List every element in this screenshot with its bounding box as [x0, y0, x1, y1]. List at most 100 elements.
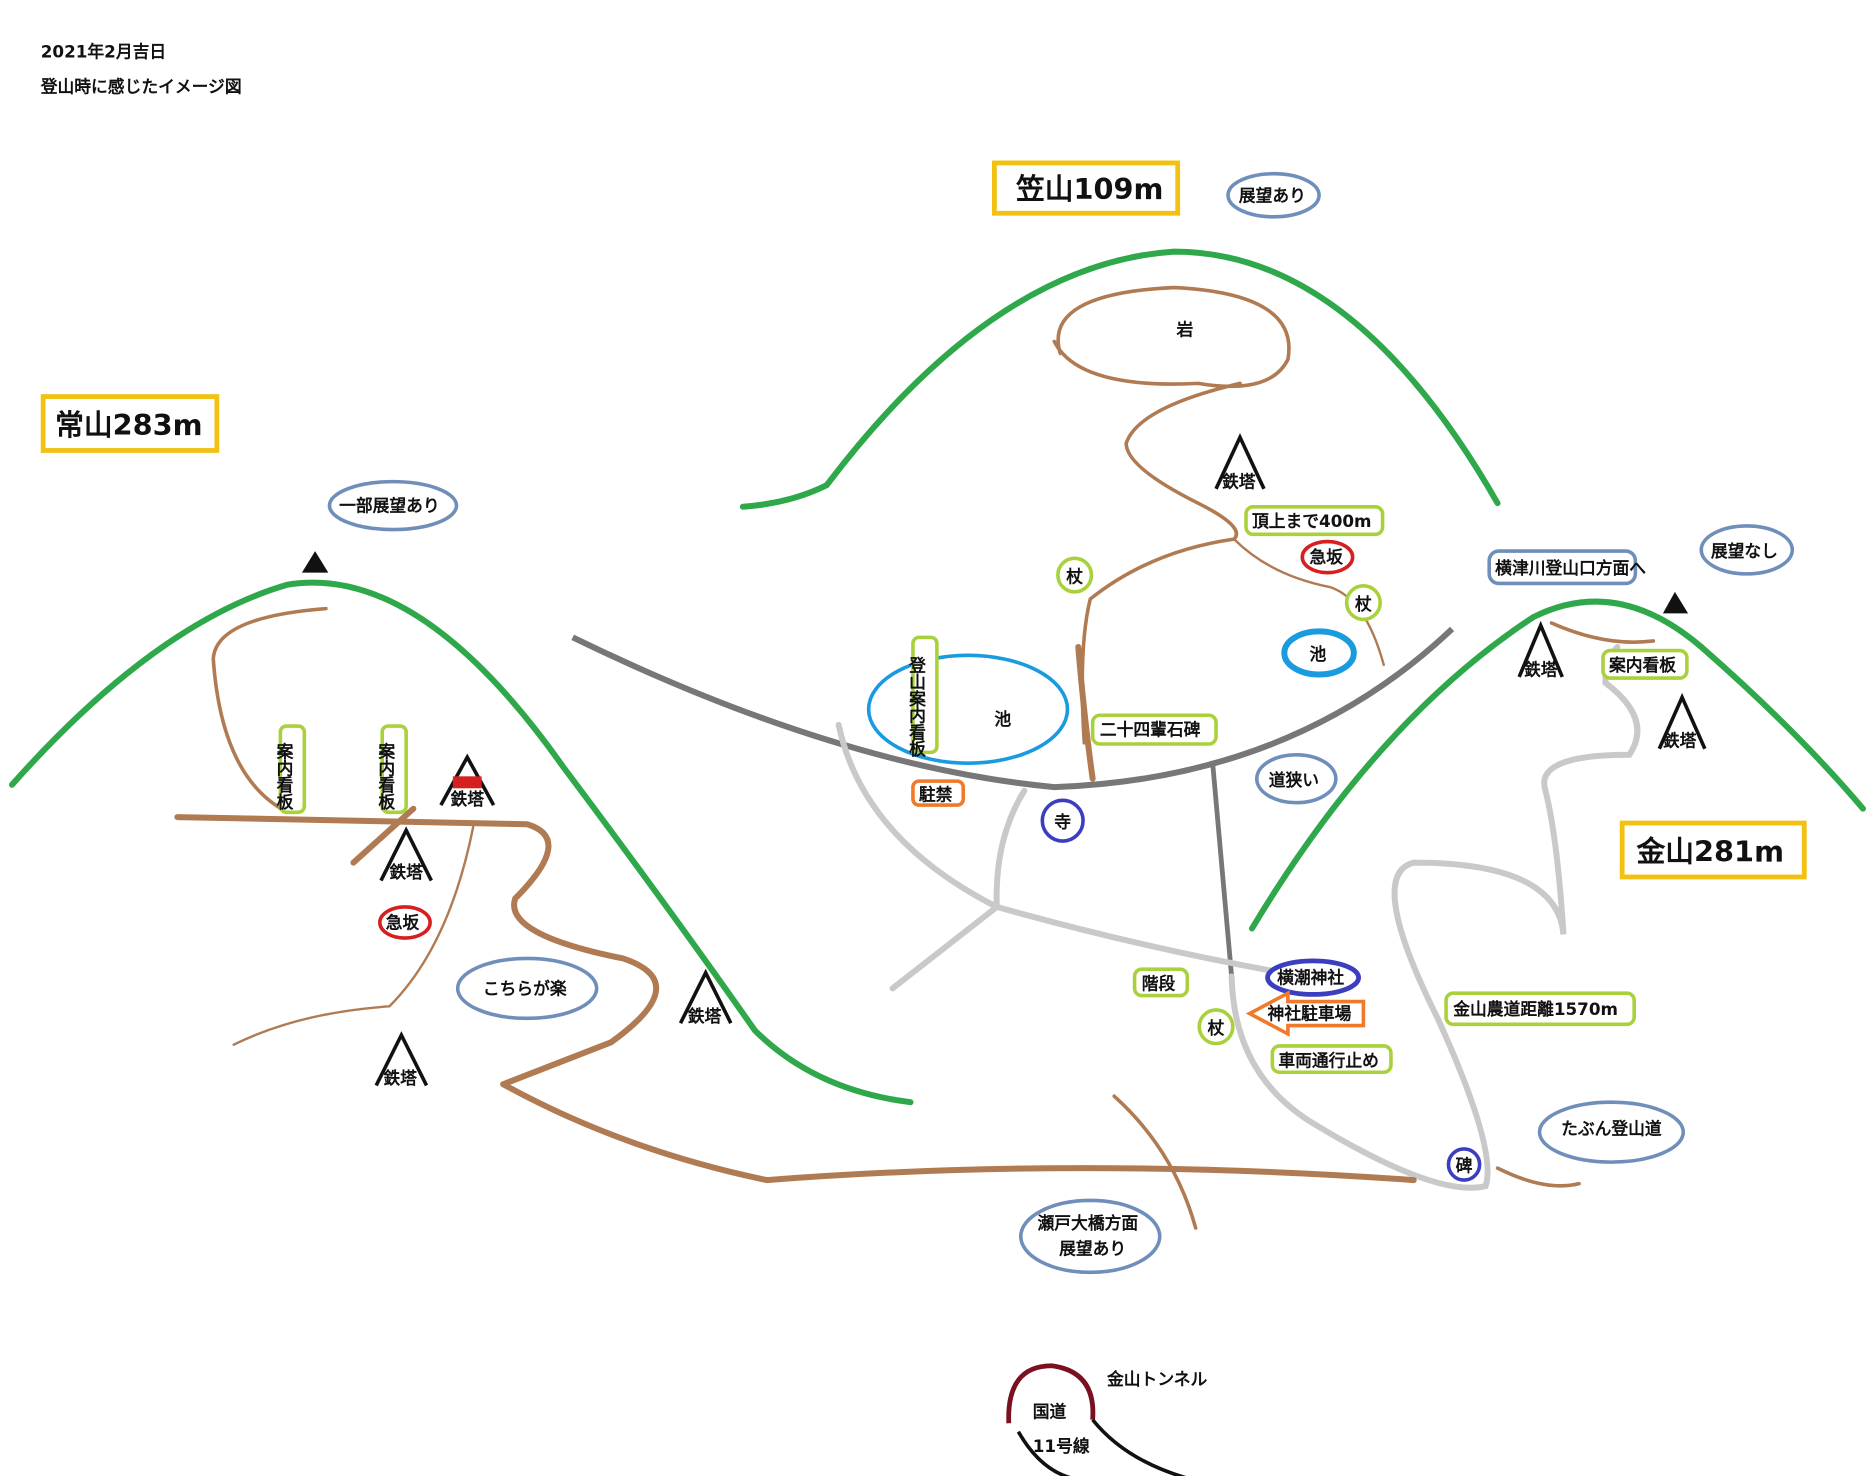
guide-vertical-label: 登山案内看板 — [907, 655, 927, 758]
kanayama-title: 金山281m — [1636, 834, 1784, 868]
svg-text:鉄塔: 鉄塔 — [383, 1068, 417, 1088]
kanayama-summit-trail — [1549, 621, 1656, 644]
steep-label-kasayama: 急坂 — [1309, 547, 1343, 567]
partial-view-text: 一部展望あり — [339, 496, 440, 516]
svg-text:鉄塔: 鉄塔 — [1524, 660, 1558, 680]
easy-cloud — [455, 956, 599, 1021]
shrine-label: 横潮神社 — [1277, 968, 1344, 988]
staff-marker-1: 杖 — [1056, 556, 1094, 594]
monument-trail — [1495, 1166, 1581, 1188]
svg-text:鉄塔: 鉄塔 — [688, 1006, 722, 1026]
maybe-trail-text: たぶん登山道 — [1561, 1119, 1662, 1139]
steep-label-tsuneyama: 急坂 — [386, 912, 420, 932]
farm-road — [1228, 643, 1641, 1191]
kasayama-trail — [1080, 381, 1242, 745]
temple-marker — [1040, 798, 1085, 843]
steep-marker-kasayama — [1300, 539, 1355, 575]
no-vehicles-label: 車両通行止め — [1278, 1050, 1379, 1070]
tsuneyama-upper-trail — [211, 606, 328, 815]
stairs-box — [1132, 967, 1190, 998]
kasayama-east-trail — [1232, 537, 1385, 667]
no-view-text: 展望なし — [1711, 541, 1778, 561]
svg-text:鉄塔: 鉄塔 — [389, 862, 423, 882]
kanayama-title-box — [1619, 820, 1807, 880]
tower-kanayama-2: 鉄塔 — [1657, 692, 1707, 750]
monument-label: 碑 — [1456, 1156, 1473, 1176]
guide-label-1: 案内看板 — [274, 742, 294, 811]
summit-loop-trail — [1052, 285, 1291, 389]
narrow-text: 道狭い — [1269, 770, 1319, 790]
seto-text-2: 展望あり — [1059, 1238, 1126, 1258]
road-center — [993, 787, 1273, 974]
stone-label: 二十四輩石碑 — [1100, 720, 1201, 740]
small-pond-label: 池 — [1309, 644, 1326, 664]
no-vehicles-box — [1270, 1044, 1393, 1075]
yokozu-bubble — [1487, 549, 1638, 586]
route-label-2: 11号線 — [1033, 1436, 1090, 1456]
shrine-marker — [1265, 958, 1362, 997]
farm-road-label: 金山農道距離1570m — [1452, 999, 1618, 1019]
kanayama-guide-box — [1601, 648, 1689, 680]
tsuneyama-cross-trail — [350, 805, 417, 866]
view-bubble-text: 展望あり — [1239, 185, 1306, 205]
staff-marker-3: 杖 — [1197, 1008, 1235, 1046]
shrine-parking-arrow — [1245, 990, 1366, 1037]
narrow-cloud — [1254, 752, 1338, 805]
seto-bubble — [1018, 1198, 1162, 1275]
kasayama-ridge — [739, 248, 1501, 510]
staff-marker-2: 杖 — [1344, 584, 1382, 622]
kanayama-ridge — [1248, 598, 1866, 932]
kasayama-title-box — [992, 160, 1181, 216]
temple-label: 寺 — [1054, 812, 1071, 832]
guide-box-2 — [380, 724, 408, 815]
stone-box — [1090, 713, 1218, 746]
highway-road — [571, 626, 1455, 791]
route-label-1: 国道 — [1033, 1401, 1067, 1421]
svg-text:鉄塔: 鉄塔 — [1222, 472, 1256, 492]
subtitle-text: 登山時に感じたイメージ図 — [40, 76, 242, 96]
kasayama-title: 笠山109m — [1016, 172, 1163, 206]
route-11-road — [1016, 1418, 1187, 1476]
stairs-label: 階段 — [1142, 974, 1176, 994]
rock-label: 岩 — [1176, 319, 1194, 339]
shrine-parking-label: 神社駐車場 — [1268, 1004, 1352, 1024]
kasayama-trail-lower — [1075, 643, 1096, 782]
partial-view-bubble — [327, 479, 459, 532]
kanayama-guide-label: 案内看板 — [1608, 655, 1676, 675]
tower-tsuneyama-3: 鉄塔 — [374, 1031, 429, 1088]
seto-text-1: 瀬戸大橋方面 — [1038, 1213, 1139, 1233]
yokozu-text: 横津川登山口方面へ — [1495, 558, 1646, 578]
tsuneyama-ridge — [9, 579, 914, 1106]
no-parking-label: 駐禁 — [919, 784, 953, 804]
tunnel-label: 金山トンネル — [1106, 1369, 1207, 1389]
tsuneyama-side-trail — [232, 825, 475, 1046]
svg-text:杖: 杖 — [1066, 566, 1083, 586]
guide-label-2: 案内看板 — [376, 742, 396, 811]
large-pond — [866, 653, 1070, 765]
monument-marker — [1446, 1147, 1482, 1182]
guide-vertical-box — [911, 635, 939, 755]
svg-text:杖: 杖 — [1355, 594, 1372, 614]
tsuneyama-peak-icon — [301, 551, 329, 573]
kanayama-peak-icon — [1662, 591, 1689, 614]
tsuneyama-title: 常山283m — [55, 408, 202, 442]
tower-tsuneyama-2: 鉄塔 — [678, 968, 733, 1026]
tower-kasayama: 鉄塔 — [1214, 433, 1266, 492]
tunnel-arc — [1006, 1363, 1096, 1424]
to-top-label: 頂上まで400m — [1252, 511, 1372, 531]
seto-trail — [1112, 1094, 1198, 1230]
tsuneyama-title-box — [40, 394, 220, 453]
small-pond — [1281, 628, 1357, 678]
road-west — [835, 721, 1003, 992]
svg-text:鉄塔: 鉄塔 — [1663, 730, 1697, 750]
svg-text:杖: 杖 — [1208, 1018, 1225, 1038]
guide-box-1 — [278, 724, 307, 815]
steep-marker-tsuneyama — [378, 905, 432, 940]
tower-tsuneyama-1: 鉄塔 — [379, 826, 433, 882]
to-top-box — [1244, 504, 1385, 537]
no-parking-box — [911, 779, 966, 807]
tower-kanayama-1: 鉄塔 — [1517, 620, 1564, 680]
easy-text: こちらが楽 — [483, 978, 567, 998]
southern-trail — [500, 1081, 1417, 1184]
